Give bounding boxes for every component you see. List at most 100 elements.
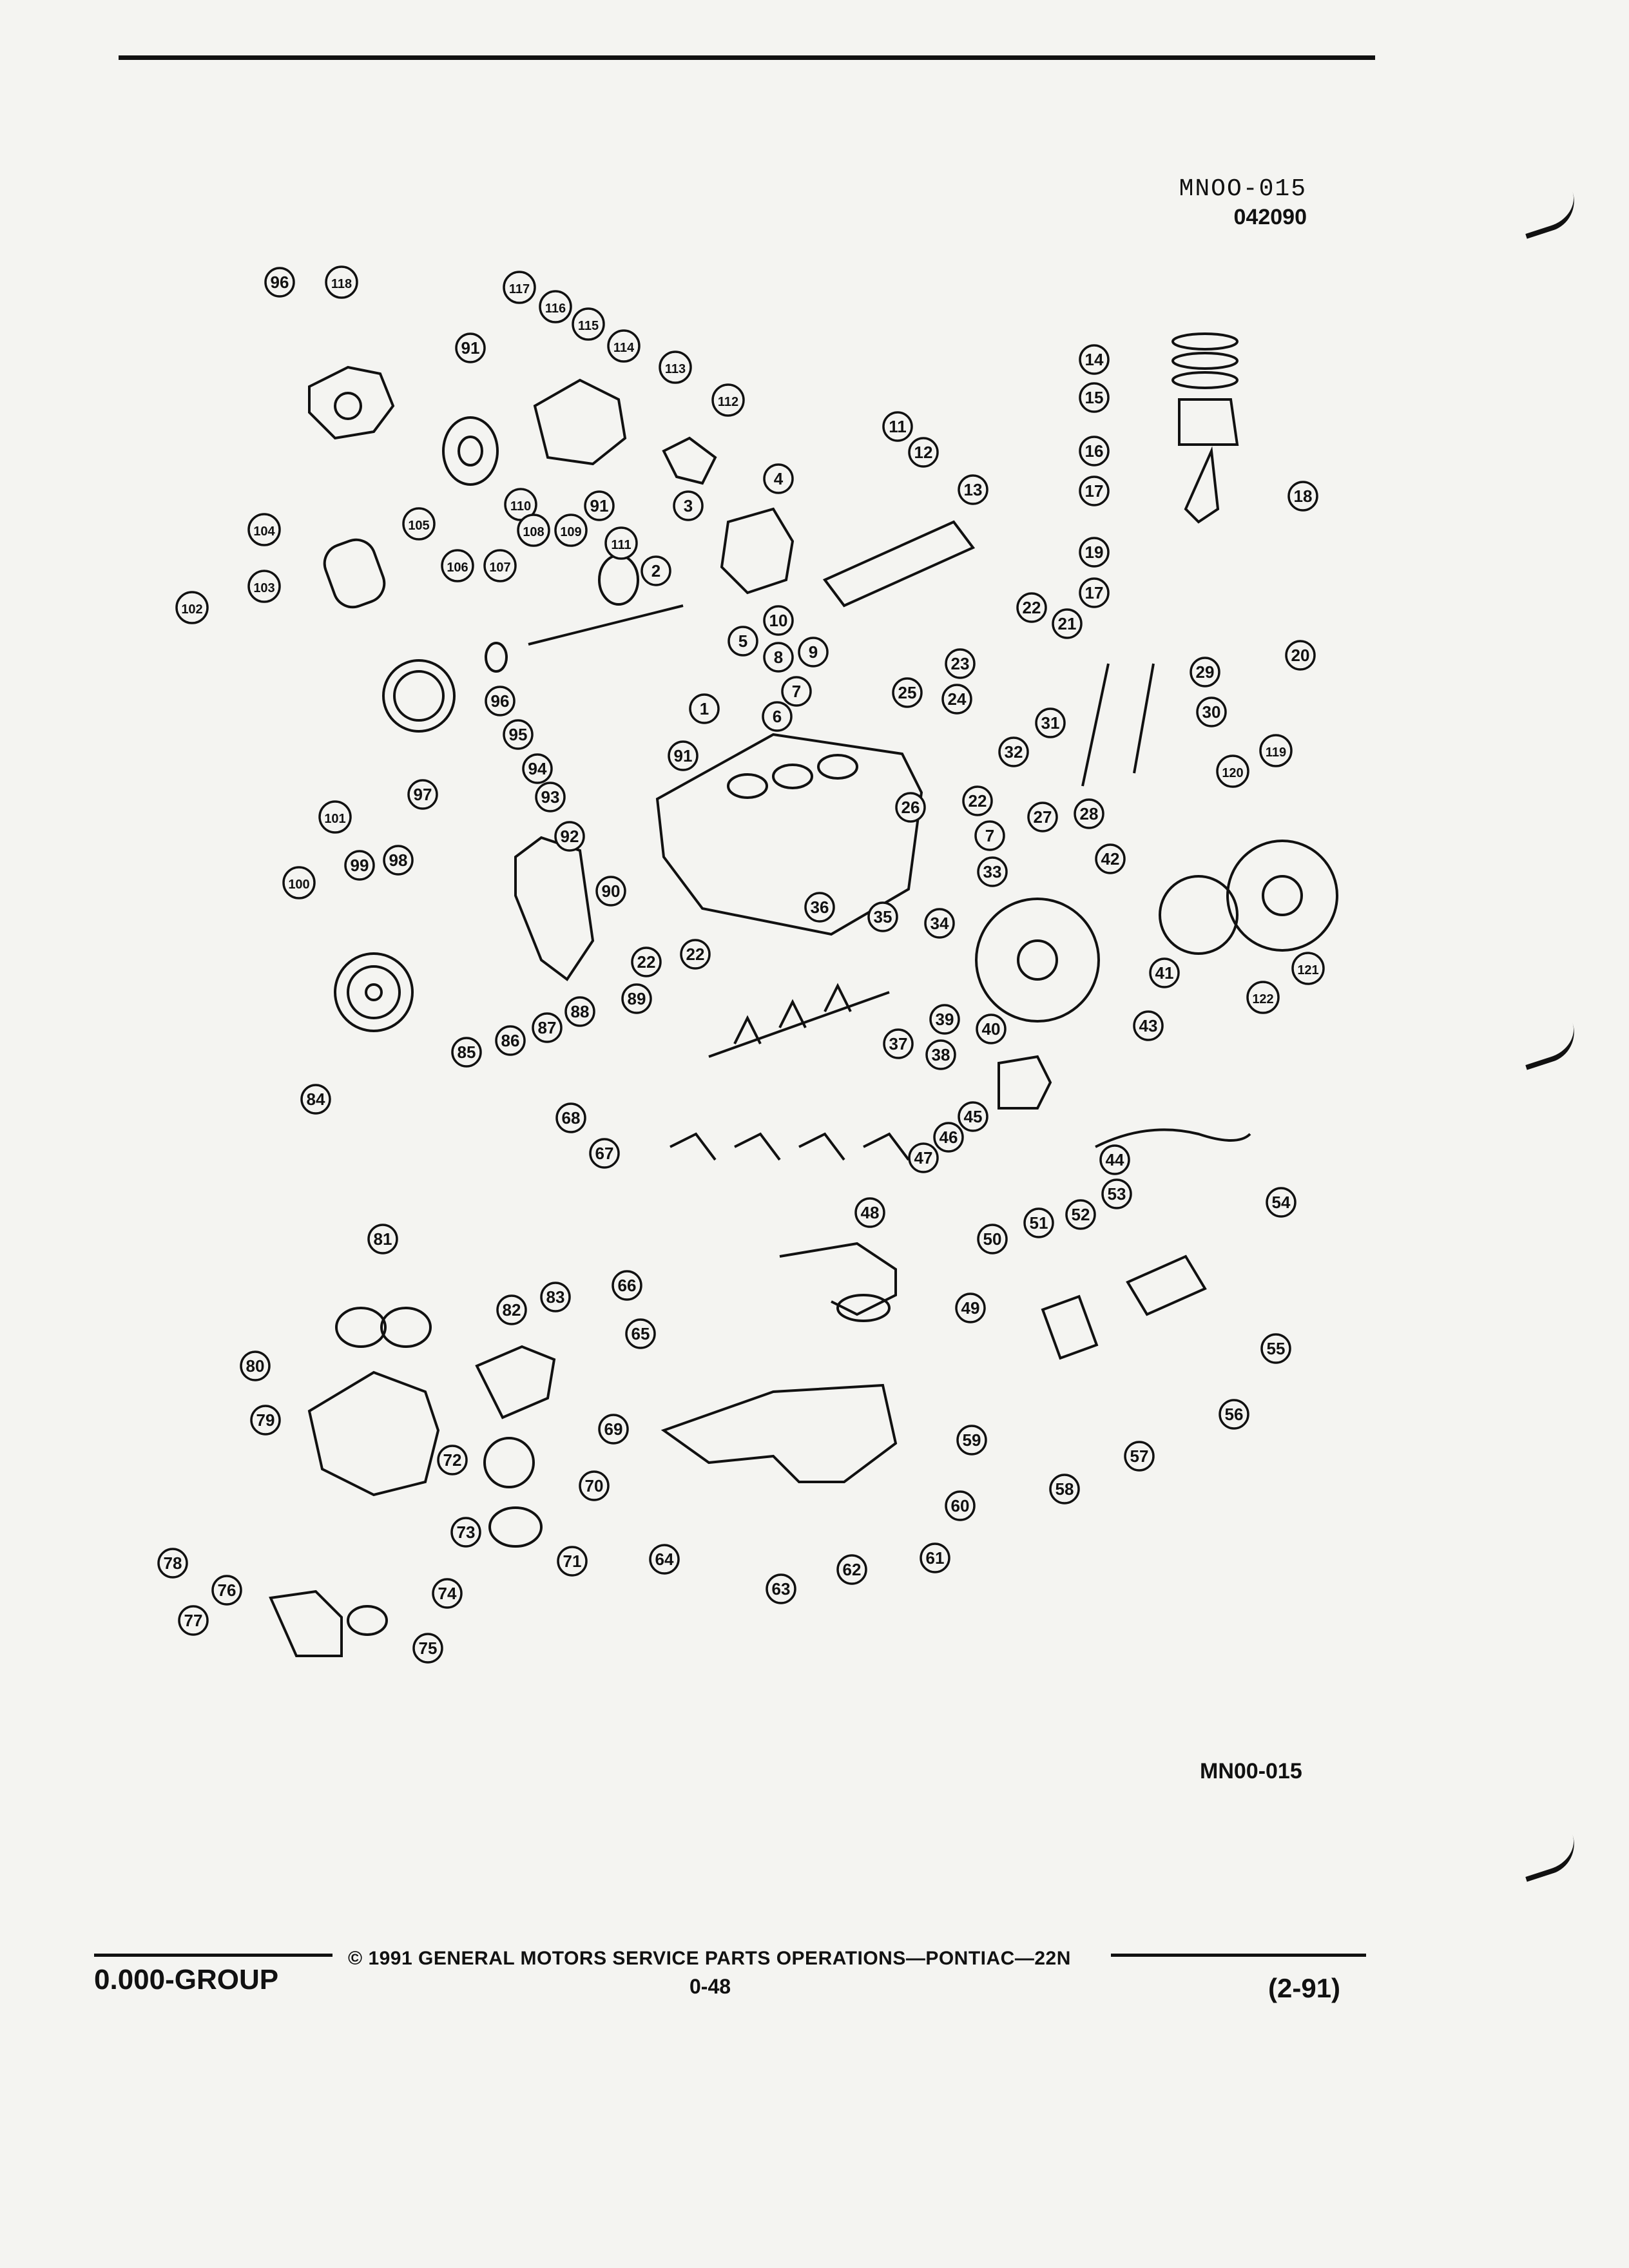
copyright-notice: © 1991 GENERAL MOTORS SERVICE PARTS OPER… <box>348 1948 1071 1969</box>
oil-filter <box>323 538 386 609</box>
callout-number: 105 <box>408 519 429 533</box>
callout-68: 68 <box>555 1102 586 1133</box>
callout-circle <box>728 626 758 657</box>
callout-number: 14 <box>1085 350 1104 369</box>
callout-number: 40 <box>982 1019 1001 1039</box>
callout-circle <box>977 856 1008 887</box>
callout-79: 79 <box>250 1405 281 1436</box>
callout-51: 51 <box>1023 1207 1054 1238</box>
callout-number: 30 <box>1202 702 1221 722</box>
callout-118: 118 <box>325 265 358 299</box>
callout-19: 19 <box>1079 537 1110 568</box>
callout-number: 99 <box>351 856 369 875</box>
callout-circle <box>564 996 595 1027</box>
callout-number: 17 <box>1085 481 1104 501</box>
callout-98: 98 <box>383 845 414 876</box>
callout-circle <box>908 437 939 468</box>
callout-43: 43 <box>1133 1010 1164 1041</box>
callout-3: 3 <box>673 490 704 521</box>
callout-circle <box>925 1039 956 1070</box>
callout-30: 30 <box>1196 697 1227 727</box>
callout-circle <box>659 351 692 384</box>
callout-number: 95 <box>509 725 528 744</box>
callout-104: 104 <box>247 513 281 546</box>
callout-16: 16 <box>1079 436 1110 466</box>
callout-number: 119 <box>1266 745 1286 760</box>
callout-17b: 17 <box>1079 577 1110 608</box>
callout-60: 60 <box>945 1490 976 1521</box>
callout-34: 34 <box>924 908 955 939</box>
callout-number: 74 <box>438 1584 457 1603</box>
callout-number: 20 <box>1291 646 1310 665</box>
callout-93: 93 <box>535 782 566 812</box>
callout-29: 29 <box>1190 657 1220 687</box>
callout-number: 117 <box>509 282 530 296</box>
callout-number: 56 <box>1225 1405 1244 1424</box>
callout-circle <box>572 307 605 341</box>
callout-circle <box>689 693 720 724</box>
callout-100: 100 <box>282 866 316 899</box>
callout-number: 103 <box>253 581 275 595</box>
callout-circle <box>977 1224 1008 1254</box>
callout-circle <box>958 474 988 505</box>
callout-circle <box>763 642 794 673</box>
callout-59: 59 <box>956 1425 987 1456</box>
callout-number: 23 <box>951 654 970 673</box>
callout-circle <box>250 1405 281 1436</box>
callout-circle <box>680 939 711 970</box>
callout-number: 53 <box>1108 1184 1126 1204</box>
water-pump-pulley <box>442 416 499 486</box>
callout-106: 106 <box>441 549 474 582</box>
callout-122: 122 <box>1246 981 1280 1014</box>
callout-circle <box>437 1445 468 1475</box>
callout-112: 112 <box>711 383 745 417</box>
callout-number: 76 <box>218 1581 236 1600</box>
callout-47: 47 <box>908 1142 939 1173</box>
callout-72: 72 <box>437 1445 468 1475</box>
crankshaft-sensor <box>1095 1128 1251 1148</box>
page-number: 0-48 <box>689 1975 731 1998</box>
callout-12: 12 <box>908 437 939 468</box>
callout-119: 119 <box>1259 734 1293 767</box>
timing-chain-cover <box>514 836 595 981</box>
callout-circle <box>625 1318 656 1349</box>
callout-circle <box>589 1138 620 1169</box>
callout-number: 115 <box>578 319 599 333</box>
callout-circle <box>1027 802 1058 832</box>
oil-pump-seal <box>488 1506 543 1548</box>
callout-number: 96 <box>491 691 510 711</box>
callout-107: 107 <box>483 549 517 582</box>
callout-89: 89 <box>621 983 652 1014</box>
callout-circle <box>1049 1474 1080 1504</box>
callout-4: 4 <box>763 463 794 494</box>
callout-circle <box>673 490 704 521</box>
callout-85: 85 <box>451 1037 482 1068</box>
callout-52: 52 <box>1065 1199 1096 1230</box>
callout-circle <box>631 947 662 977</box>
callout-number: 116 <box>545 302 566 316</box>
date-code: 042090 <box>1233 205 1307 229</box>
callout-circle <box>649 1544 680 1575</box>
main-bearing-caps <box>670 1132 910 1161</box>
callout-number: 49 <box>961 1298 980 1318</box>
callout-48: 48 <box>854 1197 885 1228</box>
callout-number: 70 <box>585 1476 604 1495</box>
callout-41: 41 <box>1149 957 1180 988</box>
thermostat-housing <box>662 436 717 485</box>
callout-number: 28 <box>1080 804 1099 823</box>
callout-number: 96 <box>271 273 289 292</box>
clutch-disc <box>1159 875 1239 955</box>
callout-number: 114 <box>613 341 635 355</box>
callout-120: 120 <box>1216 754 1249 788</box>
starter-motor <box>1126 1254 1207 1316</box>
callout-number: 111 <box>611 538 631 552</box>
callout-number: 102 <box>181 602 202 617</box>
callout-number: 35 <box>874 907 892 927</box>
callout-26: 26 <box>895 792 926 823</box>
callout-circle <box>325 265 358 299</box>
callout-number: 60 <box>951 1496 970 1515</box>
callout-circle <box>958 1101 988 1132</box>
callout-circle <box>1246 981 1280 1014</box>
callout-circle <box>282 866 316 899</box>
